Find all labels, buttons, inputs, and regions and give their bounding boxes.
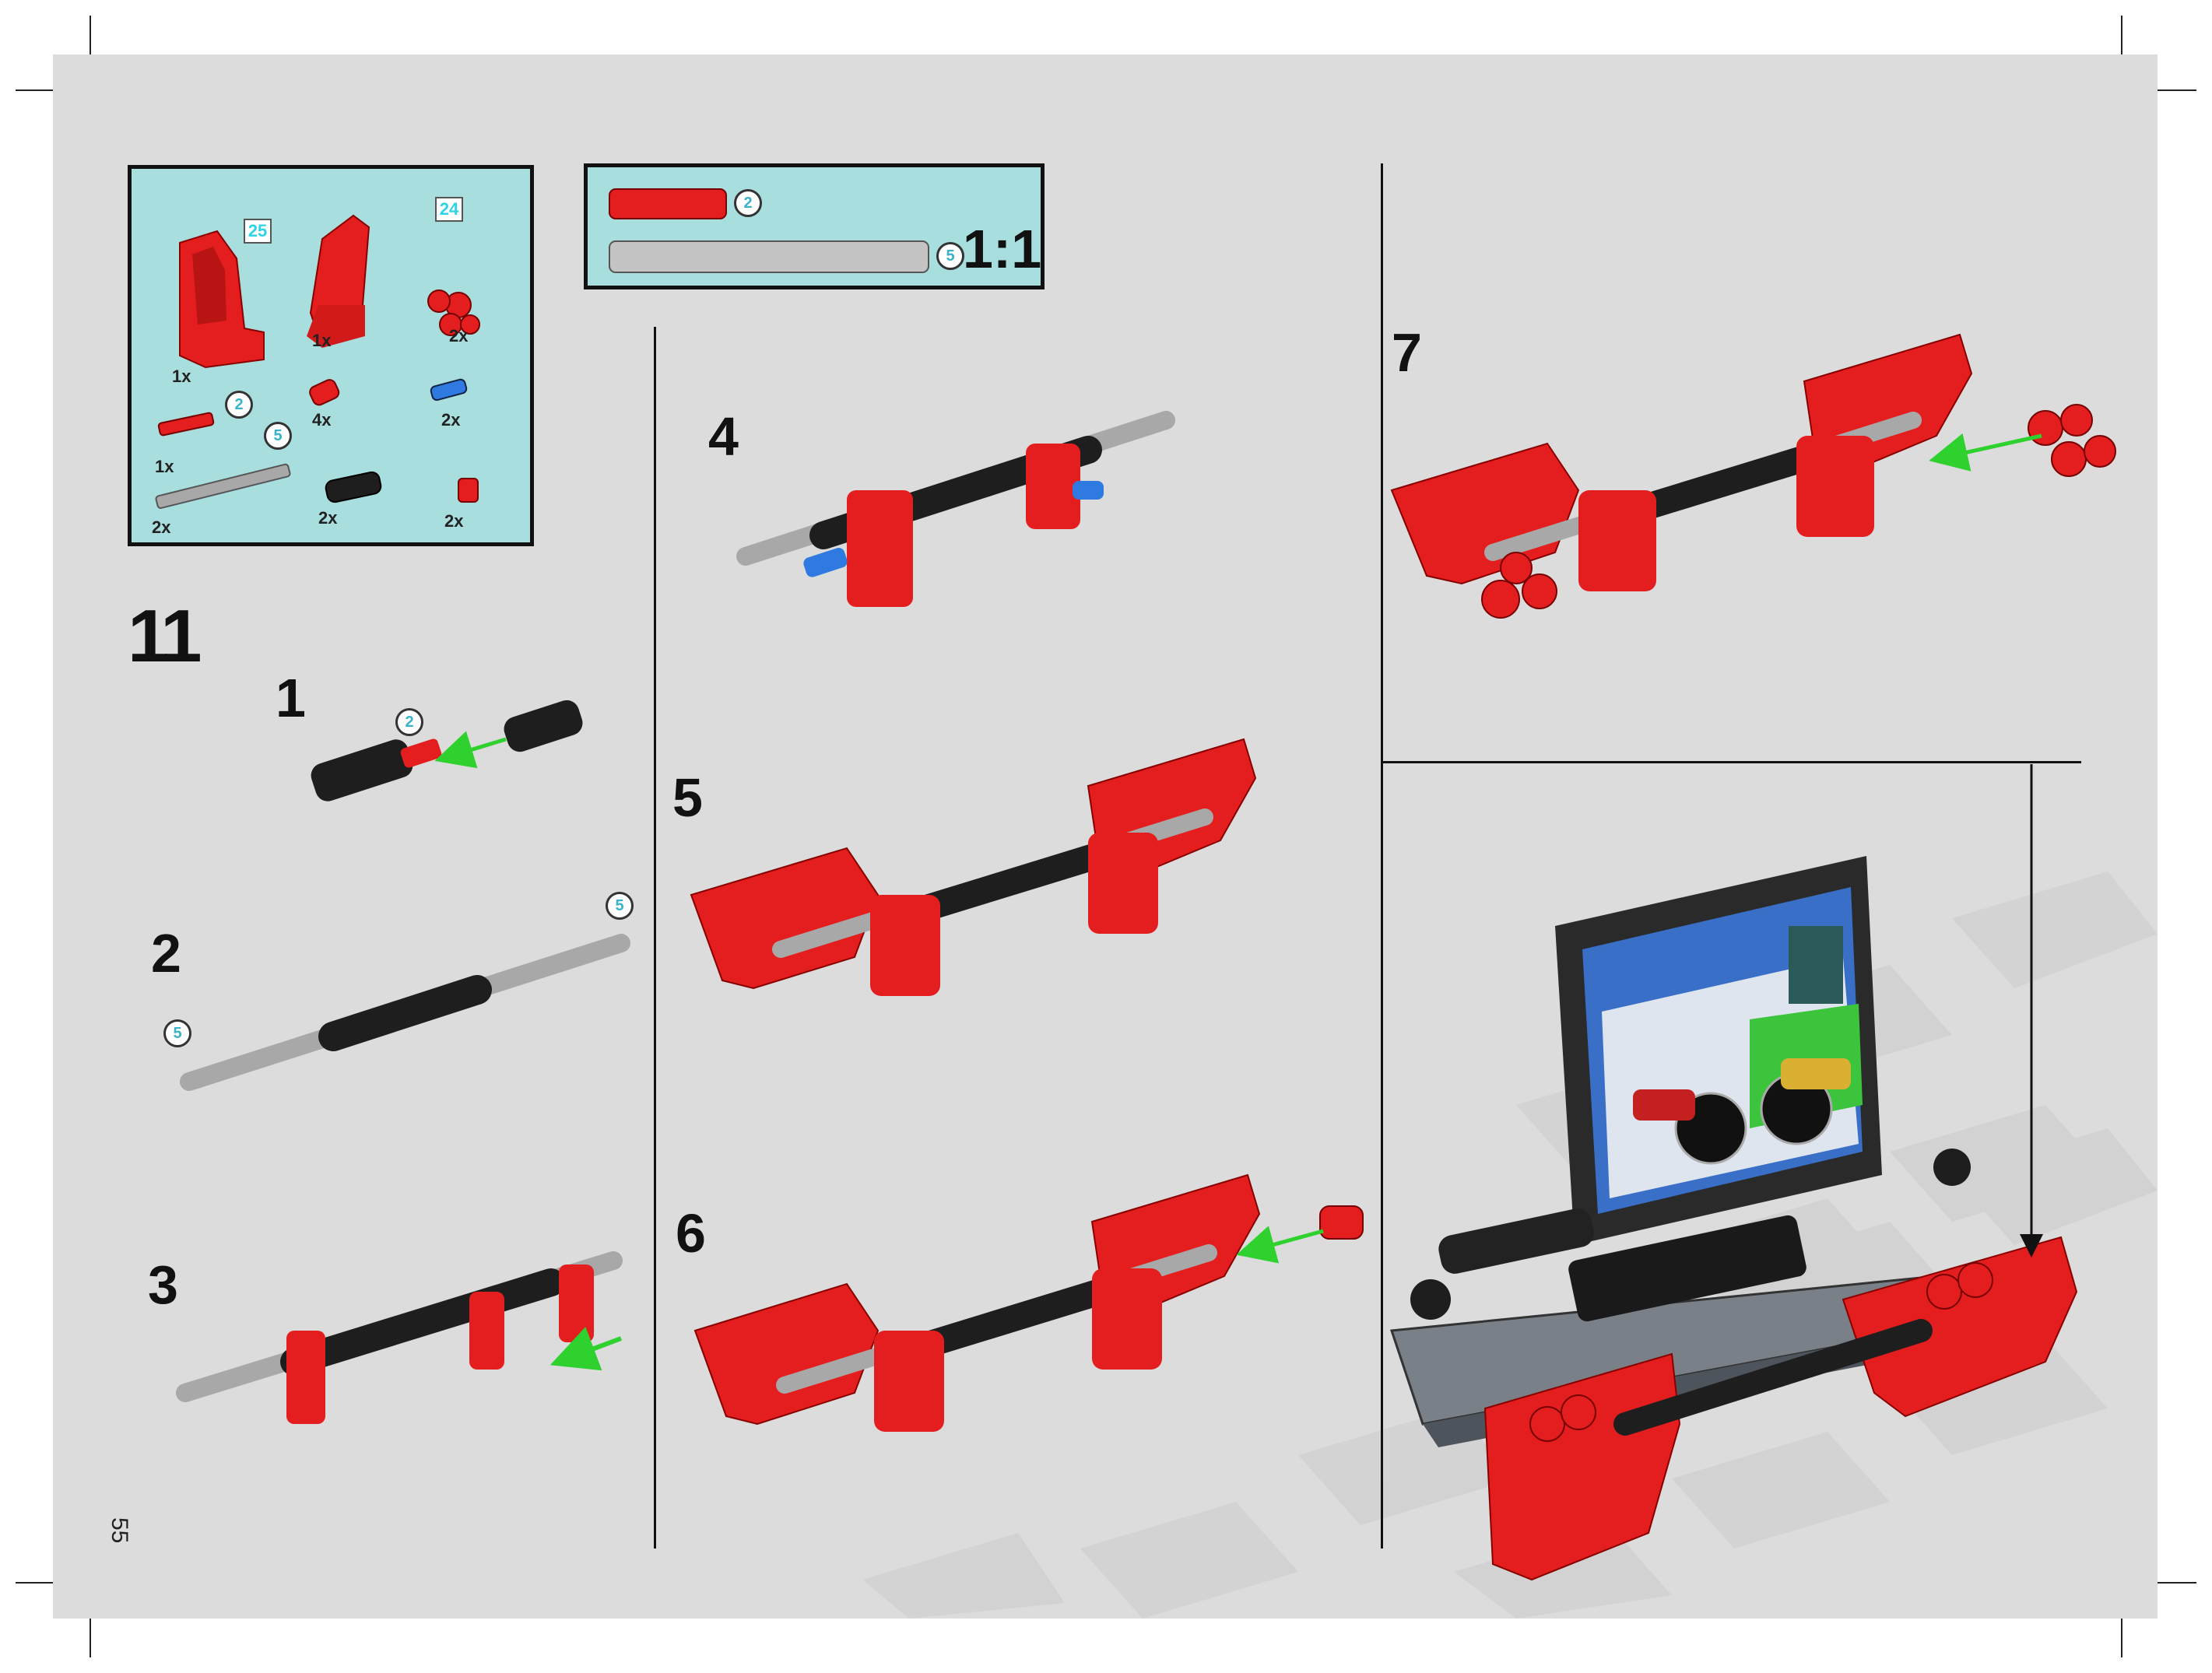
crop-mark <box>2158 89 2196 91</box>
crop-mark <box>2158 1582 2196 1584</box>
page-sheet: 25 24 2 5 1x 1x 2x 1x 4x 2x 2x 2x 2x 2 5… <box>53 54 2158 1619</box>
build-illustrations <box>53 54 2158 1619</box>
crop-mark <box>16 89 54 91</box>
crop-mark <box>16 1582 54 1584</box>
crop-mark <box>90 16 91 54</box>
crop-mark <box>90 1619 91 1657</box>
step7-assembly <box>1392 335 2115 618</box>
crop-mark <box>2121 1619 2122 1657</box>
page-number: 55 <box>106 1517 132 1543</box>
crop-mark <box>2121 16 2122 54</box>
tv-monitor-icon <box>1555 856 1882 1245</box>
step2-assembly <box>189 943 621 1082</box>
step3-assembly <box>185 1261 621 1424</box>
step6-assembly <box>695 1175 1363 1432</box>
step4-assembly <box>746 420 1166 607</box>
step1-assembly <box>307 697 585 805</box>
step5-assembly <box>691 739 1255 996</box>
